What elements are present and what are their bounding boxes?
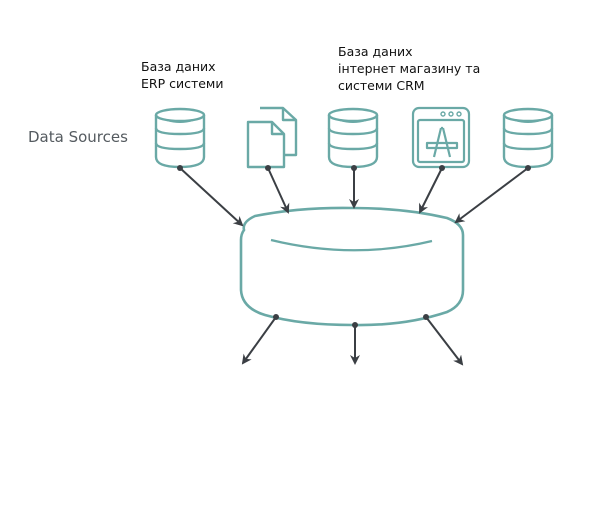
annotation-erp: База даних ERP системи — [141, 58, 224, 92]
arrow-output-1 — [241, 316, 277, 365]
annotation-shop-crm-line-3: системи CRM — [338, 78, 425, 93]
database-icon — [154, 107, 206, 169]
arrow-source-5 — [454, 167, 529, 224]
annotation-shop-crm-line-1: База даних — [338, 44, 413, 59]
annotation-shop-crm-line-2: інтернет магазину та — [338, 61, 481, 76]
arrow-source-4 — [419, 167, 443, 214]
annotation-erp-line-1: База даних — [141, 59, 216, 74]
output-connector-dots — [273, 314, 429, 328]
input-arrows — [179, 167, 529, 227]
arrow-source-1 — [179, 167, 244, 227]
arrow-source-2 — [267, 167, 290, 214]
data-warehouse-icon — [239, 206, 465, 327]
arrow-output-3 — [425, 316, 464, 366]
documents-icon — [246, 106, 298, 169]
annotation-shop-crm: База даних інтернет магазину та системи … — [338, 43, 480, 94]
input-connector-dots — [177, 165, 531, 171]
app-window-icon — [411, 106, 471, 169]
data-sources-label: Data Sources — [28, 128, 128, 146]
output-arrows — [241, 316, 464, 366]
database-icon — [327, 107, 379, 169]
annotation-erp-line-2: ERP системи — [141, 76, 224, 91]
database-icon — [502, 107, 554, 169]
